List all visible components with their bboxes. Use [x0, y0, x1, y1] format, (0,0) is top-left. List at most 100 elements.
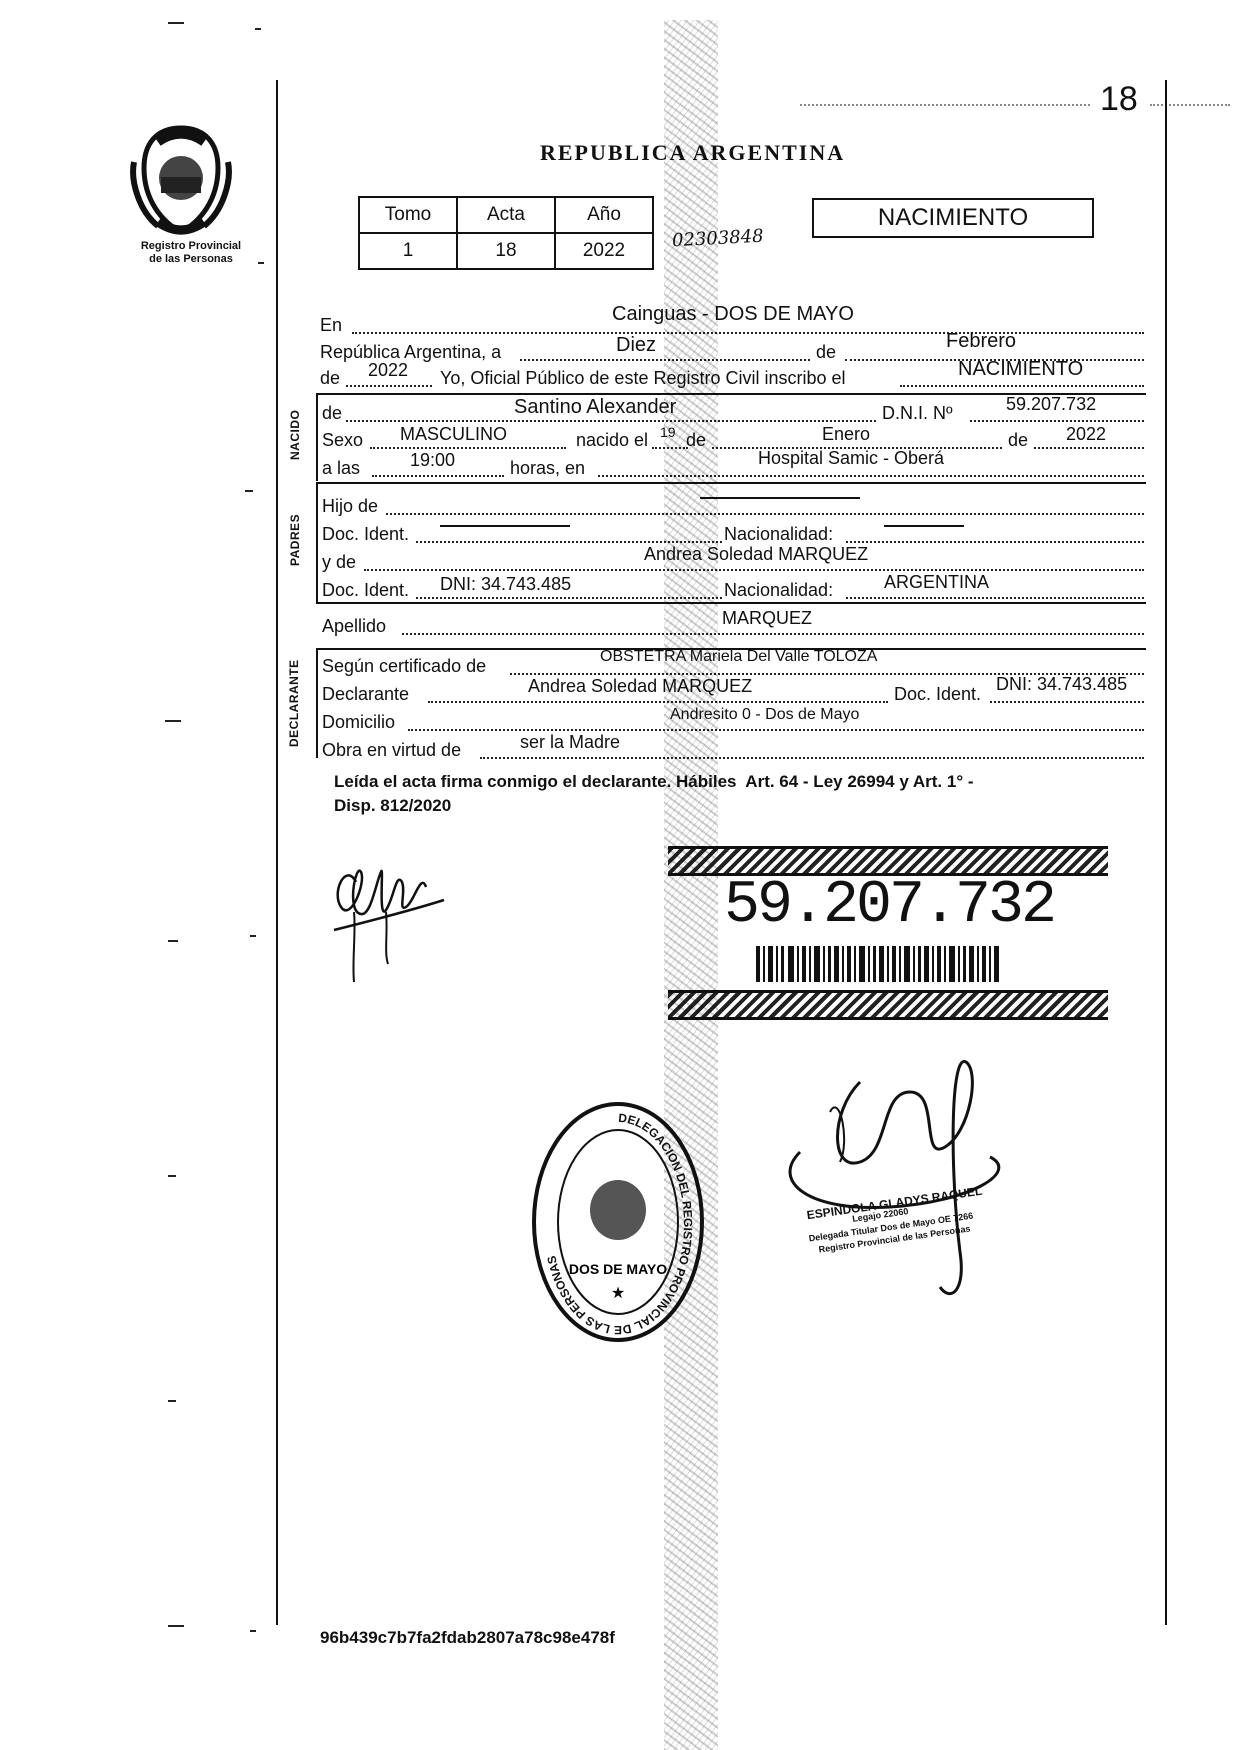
edge-tick	[165, 720, 181, 722]
nacido-section-label: NACIDO	[288, 409, 302, 460]
country-title: REPUBLICA ARGENTINA	[540, 140, 846, 165]
section-divider	[316, 648, 1146, 650]
doc-ident-label: Doc. Ident.	[322, 524, 410, 544]
edge-tick	[250, 1630, 256, 1632]
dotline	[372, 475, 504, 477]
birth-de-label: de	[686, 430, 706, 451]
blank-dash	[440, 525, 570, 527]
declarante-doc: DNI: 34.743.485	[996, 674, 1128, 694]
ref-value-anio: 2022	[554, 232, 654, 270]
dotline	[510, 673, 1144, 675]
y-de-label: y de	[322, 552, 357, 572]
section-bracket	[316, 393, 318, 481]
dotline	[598, 475, 1144, 477]
domicilio-value: Andresito 0 - Dos de Mayo	[670, 706, 860, 723]
stamp-bottom-text: DOS DE MAYO	[569, 1261, 667, 1277]
page-number: 18	[1100, 80, 1138, 118]
obra-label: Obra en virtud de	[322, 740, 462, 760]
apellido-value: MARQUEZ	[722, 608, 812, 628]
edge-tick	[255, 28, 261, 30]
edge-tick	[168, 1400, 176, 1402]
closing-line-1: Leída el acta firma conmigo el declarant…	[334, 772, 974, 791]
en-label: En	[320, 315, 343, 335]
dotline	[370, 447, 566, 449]
dotline	[364, 569, 1144, 571]
dotline	[900, 385, 1144, 387]
security-band-bottom	[668, 990, 1108, 1020]
section-divider	[316, 393, 1146, 395]
birth-time: 19:00	[410, 450, 456, 470]
ref-value-tomo: 1	[358, 232, 458, 270]
certificado-value: OBSTETRA Mariela Del Valle TOLOZA	[600, 648, 878, 665]
section-divider	[316, 602, 1146, 604]
dotline	[352, 332, 1144, 334]
birth-month: Enero	[822, 424, 871, 444]
horas-label: horas, en	[510, 458, 586, 478]
declarante-section-label: DECLARANTE	[287, 659, 301, 747]
right-margin-rule	[1165, 80, 1167, 1625]
dotline	[346, 420, 876, 422]
dotline	[846, 541, 1144, 543]
edge-tick	[250, 935, 256, 937]
blank-dash	[700, 497, 860, 499]
child-name: Santino Alexander	[514, 396, 677, 418]
day-value: Diez	[616, 334, 657, 356]
section-divider	[316, 482, 1146, 484]
section-bracket	[316, 482, 318, 602]
document-hash: 96b439c7b7fa2fdab2807a78c98e478f	[320, 1628, 615, 1647]
dotline	[970, 420, 1144, 422]
dotline	[712, 447, 1002, 449]
dotline	[386, 513, 1144, 515]
obra-value: ser la Madre	[520, 732, 621, 752]
mother-nationality: ARGENTINA	[884, 572, 990, 592]
nacionalidad-label-2: Nacionalidad:	[724, 580, 834, 600]
dotline	[845, 359, 1144, 361]
a-las-label: a las	[322, 458, 361, 478]
birth-day: 19	[660, 424, 676, 440]
edge-tick	[168, 22, 184, 24]
mother-doc: DNI: 34.743.485	[440, 574, 572, 594]
dotline	[416, 541, 722, 543]
sexo-value: MASCULINO	[400, 424, 508, 444]
declarante-value: Andrea Soledad MARQUEZ	[528, 676, 753, 696]
record-type-box: NACIMIENTO	[812, 198, 1094, 238]
dotline	[402, 633, 1144, 635]
barcode	[756, 946, 1000, 982]
dotline	[416, 597, 722, 599]
edge-tick	[168, 940, 178, 942]
dotline	[346, 385, 432, 387]
dotline	[520, 359, 810, 361]
dotline	[480, 757, 1144, 759]
dotline	[990, 701, 1144, 703]
birth-de-label-2: de	[1008, 430, 1029, 450]
hijo-de-label: Hijo de	[322, 496, 379, 516]
reference-table: Tomo Acta Año 1 18 2022	[358, 196, 654, 270]
dni-label: D.N.I. Nº	[882, 403, 953, 423]
sexo-label: Sexo	[322, 430, 364, 450]
decl-doc-label: Doc. Ident.	[894, 684, 982, 704]
ref-header-anio: Año	[554, 196, 654, 234]
section-bracket	[316, 648, 318, 758]
certificado-label: Según certificado de	[322, 656, 487, 676]
mother-name: Andrea Soledad MARQUEZ	[644, 544, 869, 564]
official-signature	[770, 1052, 1030, 1312]
record-type: NACIMIENTO	[877, 204, 1029, 231]
official-stamp: DELEGACION DEL REGISTRO PROVINCIAL DE LA…	[532, 1102, 704, 1342]
year-value: 2022	[368, 360, 409, 380]
security-strip	[664, 20, 718, 1750]
birth-place: Hospital Samic - Oberá	[758, 448, 945, 468]
declarante-label: Declarante	[322, 684, 410, 704]
security-band-top	[668, 846, 1108, 876]
ref-value-acta: 18	[456, 232, 556, 270]
misiones-logo	[128, 122, 234, 240]
birth-year: 2022	[1066, 424, 1107, 444]
dotline	[428, 701, 888, 703]
type-value: NACIMIENTO	[958, 358, 1084, 380]
nacido-el-label: nacido el	[576, 430, 649, 450]
padres-section-label: PADRES	[288, 513, 302, 566]
edge-tick	[258, 262, 264, 264]
dotline	[846, 597, 1144, 599]
logo-caption-2: de las Personas	[149, 253, 233, 265]
de-label: de	[816, 342, 837, 362]
apellido-label: Apellido	[322, 616, 387, 636]
